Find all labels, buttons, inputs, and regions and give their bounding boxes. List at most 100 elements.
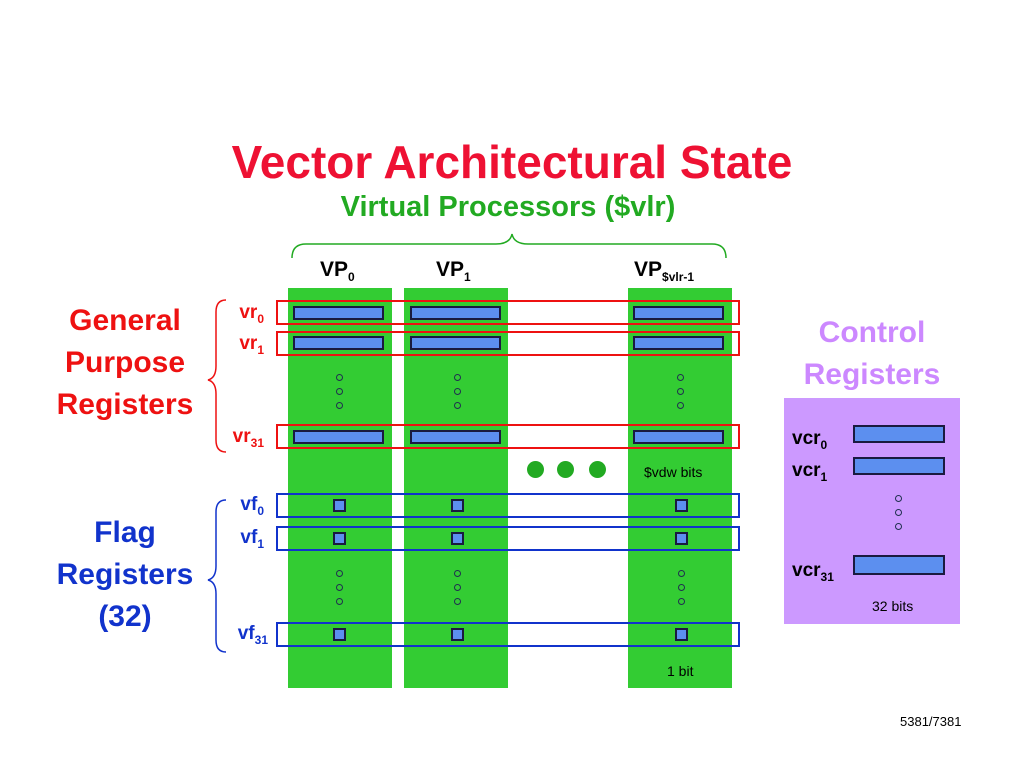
vf0-label-base: vf [240,494,258,515]
vertical-ellipsis-dot [677,388,684,395]
vertical-ellipsis-dot [895,495,902,502]
flag-registers-label: Flag Registers (32) [36,512,214,638]
flag-brace [207,499,227,653]
slide-number: 5381/7381 [900,714,962,729]
flag-label-line: Registers [56,558,194,591]
vr0-label-base: vr [239,302,258,323]
vf31-vp0-bit [333,628,346,641]
vr0-vp0-element [293,306,384,320]
vcr0-label-base: vcr [792,428,821,449]
control-width-note: 32 bits [872,598,914,614]
general-purpose-registers-label: General Purpose Registers [36,300,214,426]
vf0-label-sub: 0 [257,504,264,518]
vcr0-label: vcr0 [792,428,846,452]
vf31-label-base: vf [237,623,255,644]
vertical-ellipsis-dot [678,598,685,605]
vr1-vplast-element [633,336,724,350]
vertical-ellipsis-dot [678,584,685,591]
vcr31-label-sub: 31 [820,570,834,584]
vcr0-label-sub: 0 [820,438,828,452]
vcr1-label-base: vcr [792,460,821,481]
vertical-ellipsis-dot [454,598,461,605]
vf31-vp1-bit [451,628,464,641]
ellipsis-dot [589,461,606,478]
vr31-label-sub: 31 [250,436,264,450]
vcr31-label: vcr31 [792,560,852,584]
vertical-ellipsis-dot [336,374,343,381]
vp-label-1: VP1 [436,258,471,284]
vertical-ellipsis-dot [336,570,343,577]
vp-label-0-base: VP [320,258,349,281]
vertical-ellipsis-dot [336,584,343,591]
vp-label-0-sub: 0 [348,270,355,284]
vertical-ellipsis-dot [454,402,461,409]
vertical-ellipsis-dot [895,523,902,530]
vf0-label: vf0 [220,494,264,518]
vertical-ellipsis-dot [454,584,461,591]
vf31-label-sub: 31 [254,633,268,647]
vr1-label: vr1 [220,333,264,356]
vertical-ellipsis-dot [336,402,343,409]
vp-label-last: VP$vlr-1 [634,258,695,284]
vr1-vp0-element [293,336,384,350]
vf1-vp0-bit [333,532,346,545]
vertical-ellipsis-dot [454,374,461,381]
vr0-vplast-element [633,306,724,320]
vdw-width-note: $vdw bits [644,464,703,480]
gpr-label-line: Registers [56,388,194,421]
vf0-vplast-bit [675,499,688,512]
control-registers-label: Control Registers [784,312,960,396]
vf0-vp0-bit [333,499,346,512]
vp-label-last-sub: $vlr-1 [662,270,695,284]
vr1-vp1-element [410,336,501,350]
vertical-ellipsis-dot [336,598,343,605]
ellipsis-dot [557,461,574,478]
flag-width-note: 1 bit [667,663,694,679]
vf31-label: vf31 [212,623,268,647]
gpr-brace [207,299,227,453]
vf31-vplast-bit [675,628,688,641]
vertical-ellipsis-dot [677,374,684,381]
vertical-ellipsis-dot [678,570,685,577]
vf-row-0 [276,493,740,518]
vr0-vp1-element [410,306,501,320]
vr-row-1 [276,331,740,356]
vf1-vp1-bit [451,532,464,545]
vr0-label-sub: 0 [257,312,264,326]
control-label-line: Registers [803,358,941,391]
vr31-label: vr31 [212,426,264,450]
vertical-ellipsis-dot [454,388,461,395]
vf-row-31 [276,622,740,647]
vf0-vp1-bit [451,499,464,512]
vr0-label: vr0 [220,302,264,326]
vcr0-register [853,425,945,443]
vertical-ellipsis-dot [336,388,343,395]
flag-label-line: Flag [94,516,156,549]
vp-label-1-sub: 1 [464,270,471,284]
page-title: Vector Architectural State [231,136,793,188]
vr1-label-base: vr [239,333,258,354]
vcr1-register [853,457,945,475]
vf1-vplast-bit [675,532,688,545]
vf1-label: vf1 [220,527,264,550]
vp-label-last-base: VP [634,258,663,281]
ellipsis-dot [527,461,544,478]
vr31-label-base: vr [232,426,251,447]
vr31-vp0-element [293,430,384,444]
gpr-label-line: General [69,304,181,337]
vf-row-1 [276,526,740,551]
vcr31-register [853,555,945,575]
vp-label-1-base: VP [436,258,465,281]
vcr1-label: vcr1 [792,460,846,484]
vertical-ellipsis-dot [454,570,461,577]
vertical-ellipsis-dot [677,402,684,409]
subtitle: Virtual Processors ($vlr) [340,191,676,223]
vertical-ellipsis-dot [895,509,902,516]
vr-row-31 [276,424,740,449]
vp-label-0: VP0 [320,258,355,284]
vf1-label-base: vf [240,527,258,548]
vcr1-label-sub: 1 [820,470,828,484]
vr-row-0 [276,300,740,325]
control-label-line: Control [818,316,926,349]
vr31-vplast-element [633,430,724,444]
